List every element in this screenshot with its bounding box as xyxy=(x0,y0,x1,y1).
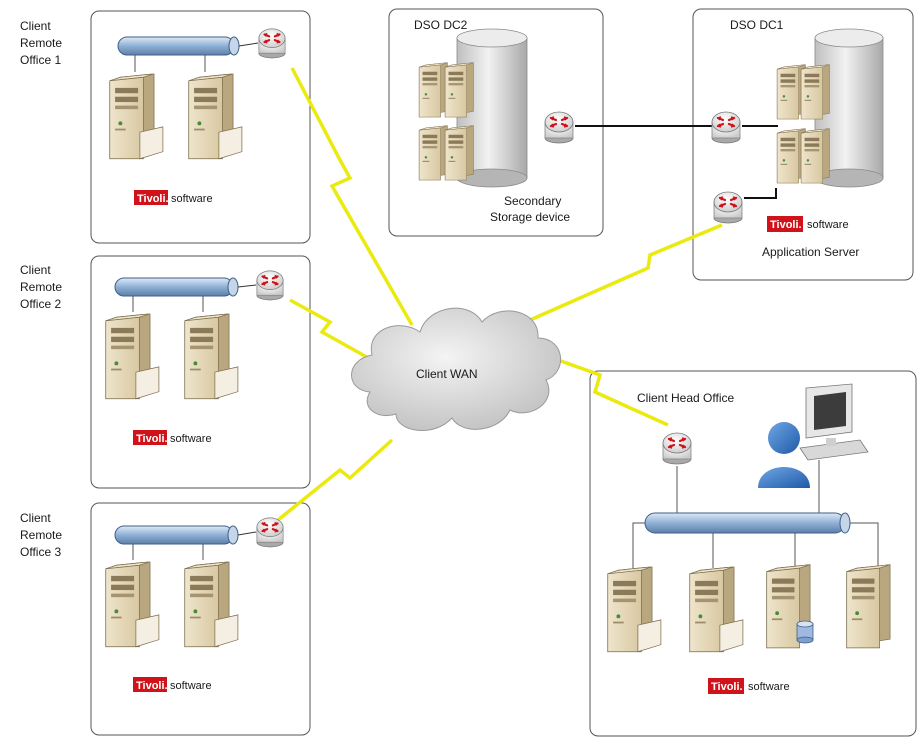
workstation-icon xyxy=(799,383,869,461)
server-icon xyxy=(800,128,830,184)
server-icon xyxy=(444,125,474,181)
server-icon xyxy=(846,564,891,649)
database-icon xyxy=(796,620,814,644)
svg-text:software: software xyxy=(170,433,212,445)
client-head-office: Client Head Office xyxy=(608,383,891,694)
router-icon xyxy=(255,269,285,302)
server-icon xyxy=(418,125,448,181)
router-icon xyxy=(710,110,742,144)
lan-bus xyxy=(644,512,851,534)
svg-text:Tivoli.: Tivoli. xyxy=(136,680,168,692)
router-icon xyxy=(661,431,693,466)
svg-text:Tivoli.: Tivoli. xyxy=(770,219,802,231)
svg-text:software: software xyxy=(807,219,849,231)
tivoli-logo: Tivoli. software xyxy=(133,677,212,692)
router-icon xyxy=(255,516,285,549)
dc2-title: DSO DC2 xyxy=(414,18,468,32)
link-office-3 xyxy=(276,438,394,522)
lan-bus xyxy=(117,36,240,56)
wan-links xyxy=(276,67,723,522)
user-icon xyxy=(758,422,810,488)
tivoli-logo: Tivoli. software xyxy=(767,216,849,232)
svg-text:Tivoli.: Tivoli. xyxy=(136,433,168,445)
tivoli-logo: Tivoli. software xyxy=(134,190,213,205)
wan-cloud: Client WAN xyxy=(351,307,561,431)
dc1-caption: Application Server xyxy=(762,245,859,259)
link-office-2 xyxy=(289,298,373,362)
server-icon xyxy=(800,64,830,120)
link-office-1 xyxy=(290,67,414,326)
remote-office-2-label: Client Remote Office 2 xyxy=(20,263,65,311)
svg-text:software: software xyxy=(170,680,212,692)
remote-office-2: Client Remote Office 2 Tivoli. software xyxy=(20,263,285,445)
tivoli-logo: Tivoli. software xyxy=(708,678,790,694)
router-icon xyxy=(712,190,744,224)
lan-bus xyxy=(114,277,239,297)
server-icon xyxy=(444,62,474,118)
svg-text:software: software xyxy=(171,193,213,205)
remote-office-3: Client Remote Office 3 Tivoli. software xyxy=(20,511,285,692)
lan-bus xyxy=(114,525,239,545)
remote-office-1-label: Client Remote Office 1 xyxy=(20,19,65,67)
remote-office-1: Client Remote Office 1 Tivoli. software xyxy=(20,19,287,205)
svg-text:Tivoli.: Tivoli. xyxy=(711,681,743,693)
router-icon xyxy=(543,110,575,144)
svg-text:software: software xyxy=(748,681,790,693)
link-dc1 xyxy=(529,223,723,322)
link-head-office xyxy=(529,348,669,427)
dso-dc2: DSO DC2 Secondary Storage device xyxy=(414,18,575,224)
wan-label: Client WAN xyxy=(416,367,478,381)
head-office-title: Client Head Office xyxy=(637,391,734,405)
server-icon xyxy=(418,62,448,118)
remote-office-3-label: Client Remote Office 3 xyxy=(20,511,65,559)
dso-dc1: DSO DC1 Tivoli. software Application Ser… xyxy=(710,18,884,259)
svg-text:Tivoli.: Tivoli. xyxy=(137,193,169,205)
router-icon xyxy=(257,27,287,60)
dc1-title: DSO DC1 xyxy=(730,18,784,32)
dc2-caption: Secondary Storage device xyxy=(490,194,570,224)
tivoli-logo: Tivoli. software xyxy=(133,430,212,445)
